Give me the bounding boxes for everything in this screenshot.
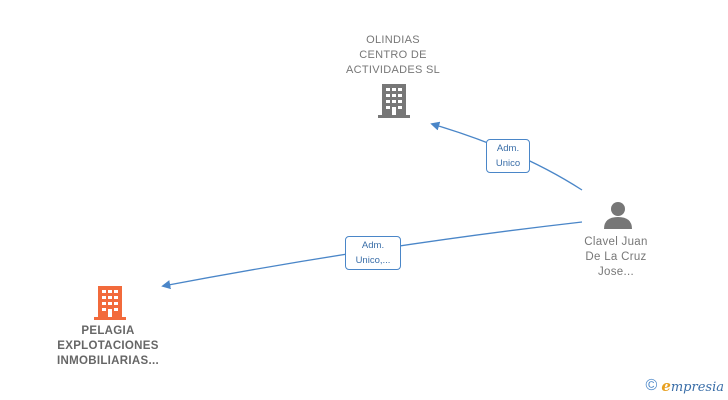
label-line: CENTRO DE	[359, 49, 427, 61]
brand-name: mpresia	[670, 380, 724, 395]
person-label[interactable]: Clavel Juan De La Cruz Jose...	[568, 235, 664, 280]
badge-line: Unico,...	[355, 255, 391, 266]
label-line: Jose...	[598, 266, 634, 278]
label-line: PELAGIA	[81, 325, 135, 337]
badge-line: Adm.	[361, 240, 385, 251]
edge-role-badge[interactable]: Adm. Unico	[486, 139, 530, 173]
label-line: INMOBILIARIAS...	[57, 355, 159, 367]
label-line: Clavel Juan	[584, 236, 648, 248]
label-line: De La Cruz	[585, 251, 647, 263]
building-icon[interactable]	[94, 284, 126, 325]
badge-line: Unico	[495, 158, 521, 169]
company-label-olindias[interactable]: OLINDIAS CENTRO DE ACTIVIDADES SL	[318, 33, 468, 78]
copyright-icon: ©	[645, 377, 658, 394]
badge-line: Adm.	[496, 143, 520, 154]
brand-logo[interactable]: empresia	[661, 377, 724, 395]
edge-role-badge[interactable]: Adm. Unico,...	[345, 236, 401, 270]
person-icon[interactable]	[603, 200, 633, 235]
label-line: OLINDIAS	[366, 34, 420, 46]
company-label-pelagia[interactable]: PELAGIA EXPLOTACIONES INMOBILIARIAS...	[28, 324, 188, 369]
brand-initial: e	[661, 377, 671, 395]
building-icon[interactable]	[378, 82, 410, 123]
label-line: ACTIVIDADES SL	[345, 64, 441, 76]
label-line: EXPLOTACIONES	[57, 340, 159, 352]
brand-footer: © empresia	[646, 376, 724, 396]
